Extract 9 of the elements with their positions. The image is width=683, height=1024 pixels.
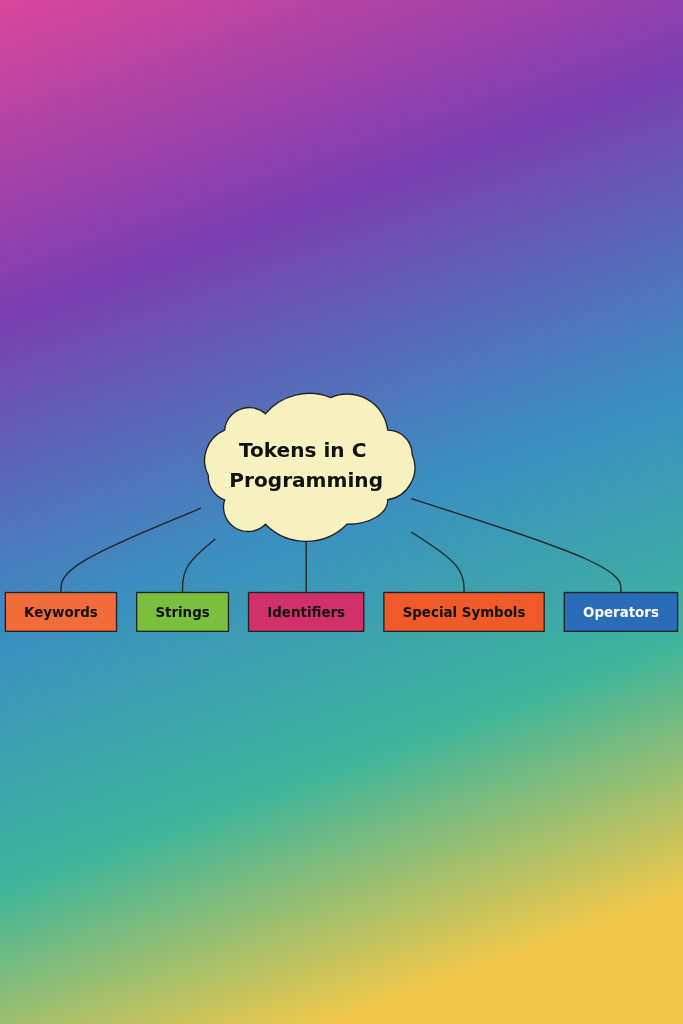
node-box: Operators bbox=[563, 591, 679, 632]
node-box: Strings bbox=[135, 591, 230, 632]
node-box: Special Symbols bbox=[383, 591, 545, 632]
connector bbox=[410, 531, 465, 593]
connector bbox=[181, 537, 217, 593]
node-box: Identifiers bbox=[247, 591, 365, 632]
connector bbox=[60, 507, 202, 593]
node-box: Keywords bbox=[4, 591, 118, 632]
connector bbox=[410, 497, 622, 593]
